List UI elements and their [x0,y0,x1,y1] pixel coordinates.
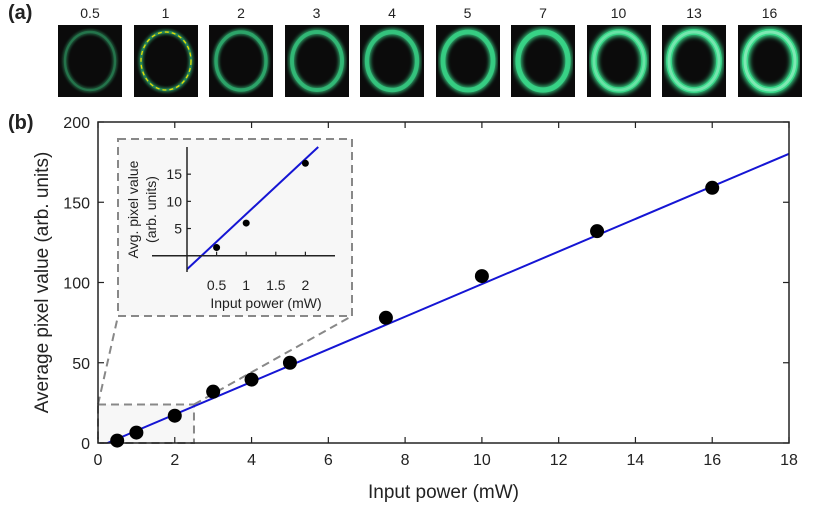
data-point [244,372,259,387]
inset-y-tick-label: 15 [166,166,182,182]
ring-power-label: 0.5 [80,5,100,21]
data-point [705,180,720,195]
inset-y-axis-label: Avg. pixel value [125,160,141,258]
inset-x-tick-label: 1.5 [266,277,286,293]
inset-y-tick-label: 5 [174,221,182,237]
data-point [590,224,605,239]
fit-line [107,152,790,444]
ring-image [511,25,575,97]
ring-power-label: 13 [686,5,702,21]
x-tick-label: 2 [170,452,179,469]
ring-power-label: 5 [463,5,472,21]
x-tick-label: 18 [780,452,798,469]
data-point [110,433,125,448]
ring-image [360,25,424,97]
x-tick-label: 14 [627,452,645,469]
ring-power-label: 7 [539,5,547,21]
ring-image [662,25,726,97]
y-tick-label: 100 [63,276,90,293]
x-tick-label: 8 [401,452,410,469]
inset-x-tick-label: 1 [242,277,250,293]
ring-power-label: 2 [237,5,245,21]
data-point [206,384,221,399]
data-point [129,425,144,440]
panel-b-label: (b) [8,112,34,134]
x-axis-label: Input power (mW) [368,482,519,503]
inset-frame [117,138,353,317]
x-tick-label: 16 [703,452,721,469]
x-tick-label: 0 [94,452,103,469]
y-tick-label: 50 [72,356,90,373]
zoom-connector-line [97,315,119,405]
inset-x-tick-label: 2 [302,277,310,293]
ring-power-label: 16 [761,5,778,21]
ring-image [737,25,802,97]
y-tick-label: 0 [81,436,90,453]
panel-a-label: (a) [8,2,33,24]
inset-fit-line [186,146,319,271]
x-tick-label: 6 [324,452,333,469]
inset-x-tick-label: 0.5 [207,277,227,293]
ring-power-label: 3 [312,5,321,21]
x-tick-label: 12 [550,452,568,469]
ring-image [133,25,198,97]
data-point [474,269,489,284]
ring-power-label: 10 [610,5,627,21]
y-tick-label: 150 [63,195,90,212]
inset-x-axis-label: Input power (mW) [210,295,321,311]
data-point [378,310,393,325]
ring-image [58,25,122,97]
ring-power-label: 1 [161,5,170,21]
inset-y-tick-label: 10 [166,193,182,209]
data-point [282,355,297,370]
y-tick-label: 200 [63,115,90,132]
ring-image [586,25,651,97]
inset-data-point [213,244,221,252]
inset-y-axis-label: (arb. units) [143,176,159,243]
ring-image [284,25,349,97]
inset-data-point [301,159,309,167]
data-point [167,408,182,423]
inset-data-point [242,219,250,227]
ring-power-label: 4 [388,5,396,21]
y-axis-label: Average pixel value (arb. units) [32,152,53,414]
inset-background [118,139,352,316]
ring-image [209,25,273,97]
x-tick-label: 10 [473,452,491,469]
x-tick-label: 4 [247,452,256,469]
zoom-connector-line [193,315,353,406]
ring-image [435,25,500,97]
